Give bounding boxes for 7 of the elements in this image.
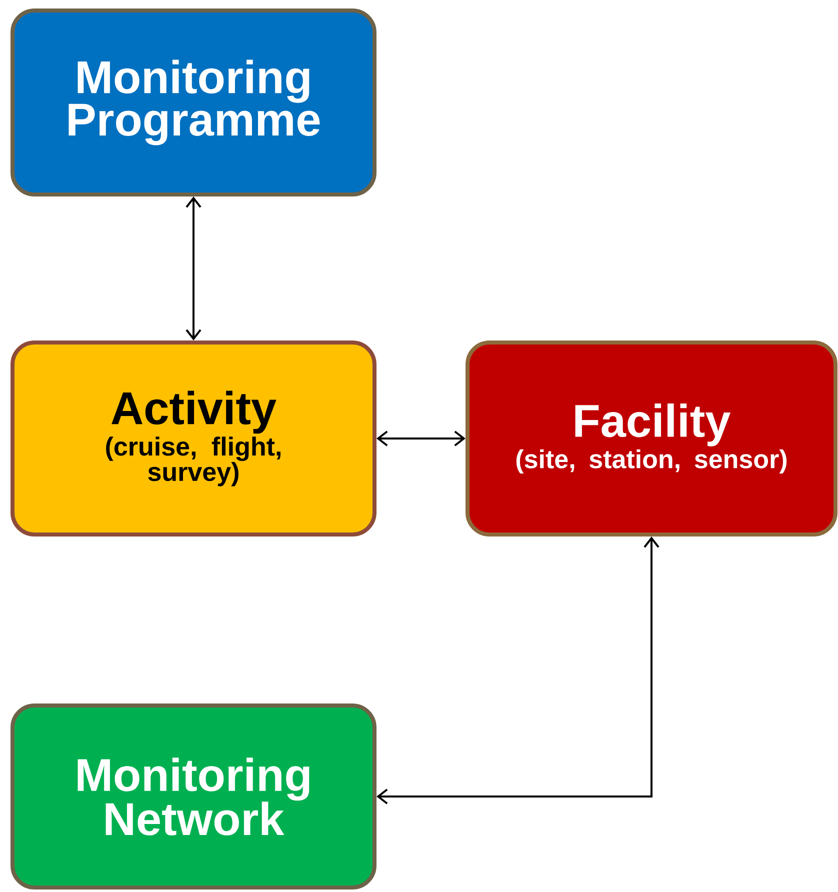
process-box: Monitoring Network: [10, 704, 376, 890]
arrow: [186, 196, 202, 340]
process-box: Monitoring Programme: [10, 8, 376, 196]
arrow: [376, 536, 660, 804]
process-box: Facility (site, station, sensor): [466, 340, 838, 536]
process-box: Activity (cruise, flight, survey): [10, 340, 376, 536]
arrow: [376, 430, 466, 446]
